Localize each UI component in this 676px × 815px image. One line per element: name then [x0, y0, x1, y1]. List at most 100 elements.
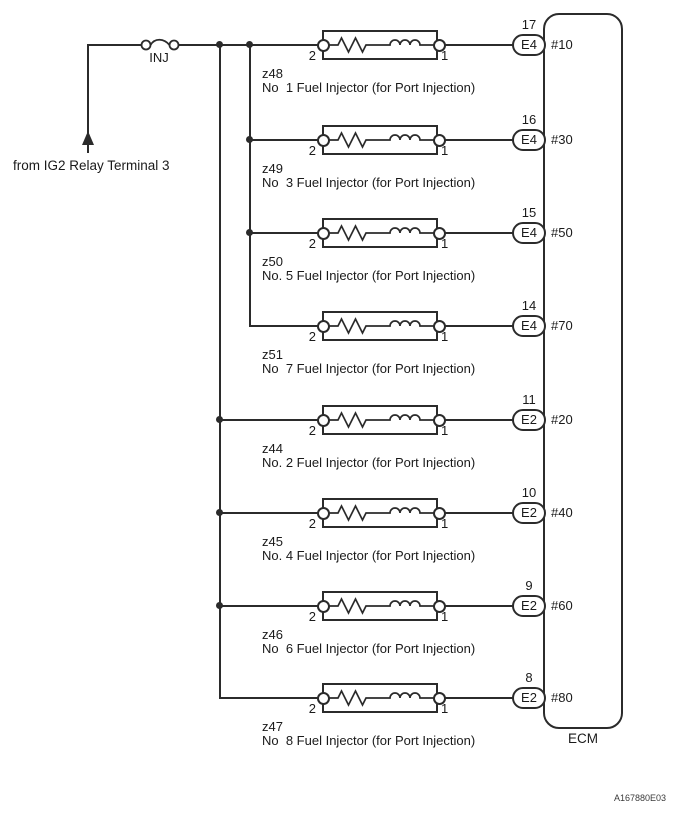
output-wire	[438, 325, 514, 327]
feed-wire	[250, 232, 322, 234]
terminal-number: 2	[308, 609, 316, 624]
terminal-circle-right	[433, 600, 446, 613]
feed-wire	[220, 419, 322, 421]
terminal-number: 1	[441, 329, 449, 344]
injector-name-label: No. 5 Fuel Injector (for Port Injection)	[262, 268, 476, 283]
wire-id: #70	[551, 318, 573, 333]
terminal-circle-left	[317, 507, 330, 520]
injector-name-label: No. 2 Fuel Injector (for Port Injection)	[262, 455, 476, 470]
terminal-circle-right	[433, 507, 446, 520]
ecm-label: ECM	[568, 731, 598, 746]
figure-code: A167880E03	[613, 793, 666, 803]
junction-dot	[216, 416, 223, 423]
ecm-box	[543, 13, 623, 729]
feed-wire	[249, 325, 322, 327]
source-arrow-icon	[82, 131, 94, 145]
terminal-number: 2	[308, 236, 316, 251]
fuse-label: INJ	[149, 50, 169, 65]
junction-dot	[216, 509, 223, 516]
terminal-number: 1	[441, 236, 449, 251]
connector-oval: E2	[512, 409, 546, 431]
relay-code-label: z51	[262, 347, 283, 362]
injector-name-label: No. 4 Fuel Injector (for Port Injection)	[262, 548, 476, 563]
pin-number: 15	[521, 205, 537, 220]
injector-coil-icon	[322, 218, 438, 248]
output-wire	[438, 232, 514, 234]
terminal-number: 2	[308, 423, 316, 438]
terminal-circle-right	[433, 39, 446, 52]
relay-code-label: z44	[262, 441, 283, 456]
terminal-number: 1	[441, 143, 449, 158]
pin-number: 11	[522, 392, 536, 407]
terminal-circle-left	[317, 134, 330, 147]
connector-oval: E2	[512, 595, 546, 617]
connector-oval: E4	[512, 315, 546, 337]
feed-wire	[87, 44, 141, 46]
junction-dot	[246, 41, 253, 48]
wire-id: #60	[551, 598, 573, 613]
relay-code-label: z48	[262, 66, 283, 81]
wire-id: #40	[551, 505, 573, 520]
output-wire	[438, 697, 514, 699]
terminal-circle-right	[433, 414, 446, 427]
terminal-circle-left	[317, 692, 330, 705]
feed-wire	[220, 605, 322, 607]
bus-wire-e2-group	[219, 44, 221, 699]
terminal-number: 1	[441, 701, 449, 716]
injector-name-label: No 8 Fuel Injector (for Port Injection)	[262, 733, 476, 748]
relay-code-label: z49	[262, 161, 283, 176]
wire-id: #30	[551, 132, 573, 147]
terminal-number: 2	[308, 516, 316, 531]
junction-dot	[216, 41, 223, 48]
connector-oval: E4	[512, 34, 546, 56]
terminal-number: 1	[441, 423, 449, 438]
injector-coil-icon	[322, 30, 438, 60]
connector-oval: E2	[512, 502, 546, 524]
terminal-number: 2	[308, 701, 316, 716]
relay-code-label: z50	[262, 254, 283, 269]
wire-id: #80	[551, 690, 573, 705]
output-wire	[438, 512, 514, 514]
left-rail-wire	[87, 44, 89, 153]
terminal-number: 1	[441, 48, 449, 63]
terminal-number: 1	[441, 609, 449, 624]
output-wire	[438, 605, 514, 607]
output-wire	[438, 139, 514, 141]
pin-number: 10	[521, 485, 537, 500]
wire-id: #50	[551, 225, 573, 240]
pin-number: 8	[525, 670, 533, 685]
output-wire	[438, 419, 514, 421]
feed-wire	[250, 139, 322, 141]
terminal-circle-left	[317, 39, 330, 52]
relay-code-label: z45	[262, 534, 283, 549]
injector-coil-icon	[322, 683, 438, 713]
connector-oval: E4	[512, 222, 546, 244]
injector-coil-icon	[322, 498, 438, 528]
terminal-number: 1	[441, 516, 449, 531]
junction-dot	[246, 229, 253, 236]
terminal-circle-right	[433, 692, 446, 705]
pin-number: 14	[521, 298, 537, 313]
pin-number: 16	[521, 112, 537, 127]
feed-wire	[219, 697, 322, 699]
injector-name-label: No 6 Fuel Injector (for Port Injection)	[262, 641, 476, 656]
connector-oval: E4	[512, 129, 546, 151]
injector-coil-icon	[322, 591, 438, 621]
terminal-circle-right	[433, 320, 446, 333]
injector-coil-icon	[322, 311, 438, 341]
terminal-number: 2	[308, 48, 316, 63]
terminal-circle-left	[317, 227, 330, 240]
source-label: from IG2 Relay Terminal 3	[13, 158, 170, 173]
bus-wire-e4-group	[249, 44, 251, 327]
pin-number: 9	[525, 578, 533, 593]
pin-number: 17	[521, 17, 537, 32]
injector-coil-icon	[322, 125, 438, 155]
terminal-circle-left	[317, 320, 330, 333]
wire-id: #10	[551, 37, 573, 52]
terminal-circle-left	[317, 414, 330, 427]
terminal-circle-left	[317, 600, 330, 613]
injector-coil-icon	[322, 405, 438, 435]
wire-id: #20	[551, 412, 573, 427]
output-wire	[438, 44, 514, 46]
